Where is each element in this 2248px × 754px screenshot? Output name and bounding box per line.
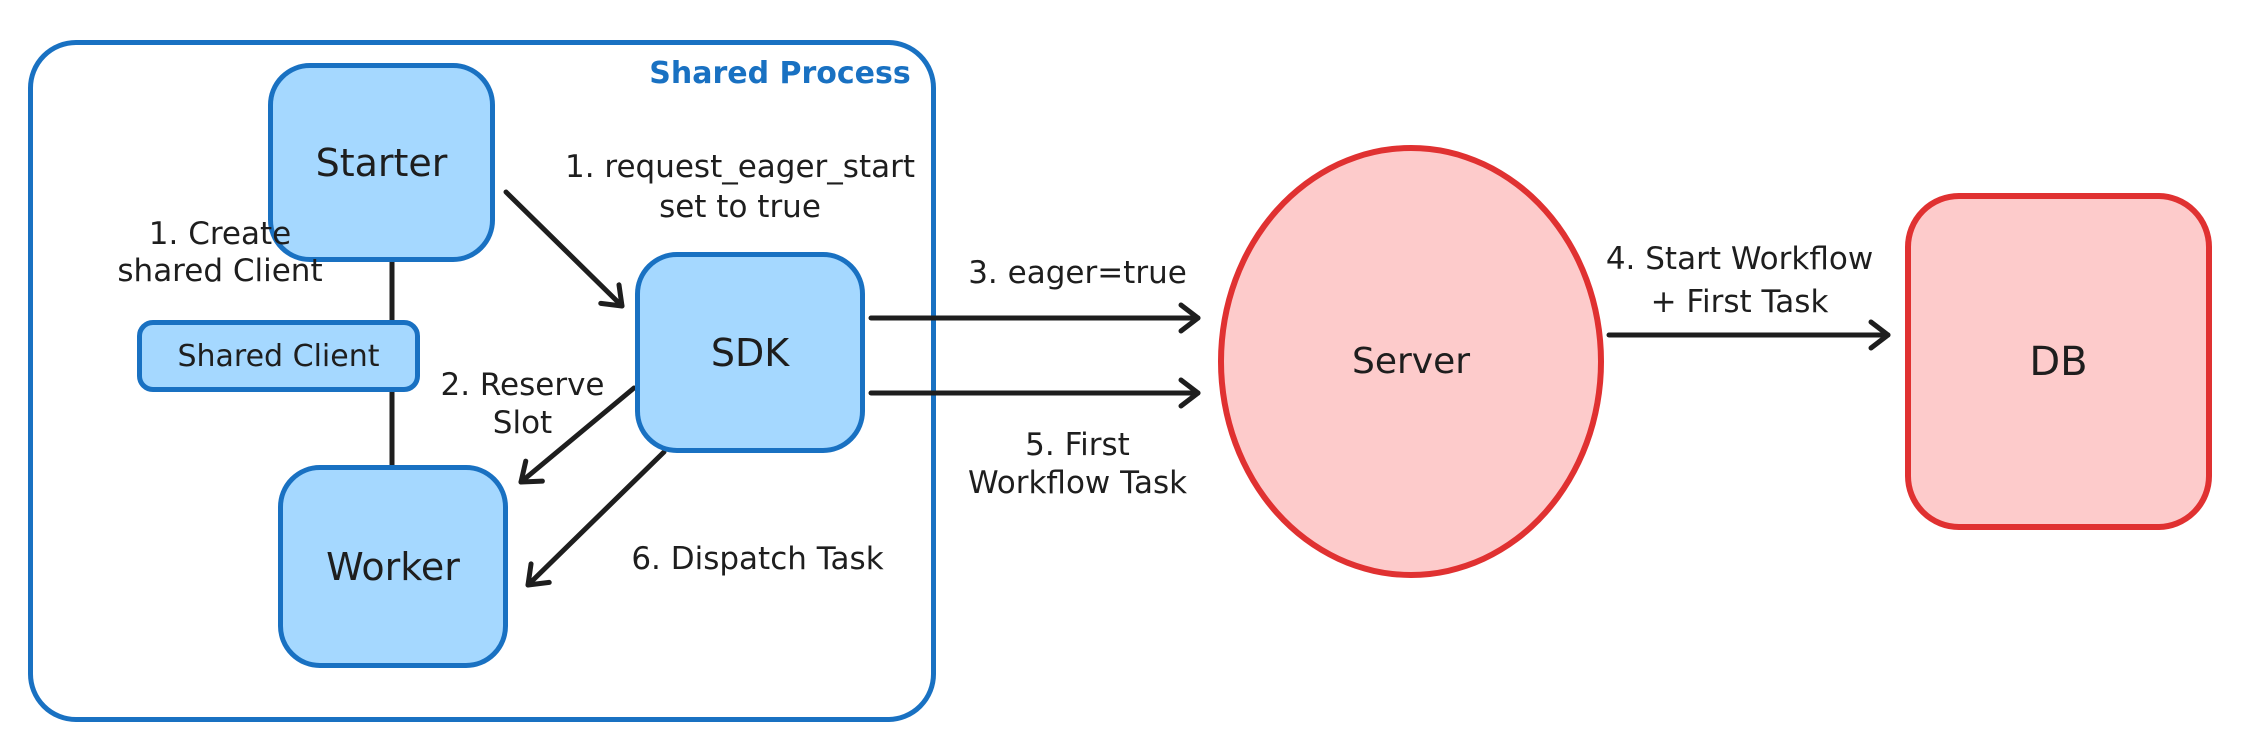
label-eager-true-text: 3. eager=true <box>968 255 1187 291</box>
label-reserve-slot-line1: 2. Reserve <box>440 367 605 403</box>
label-start-workflow-line2: + First Task <box>1650 284 1829 320</box>
label-first-workflow-task-line2: Workflow Task <box>967 465 1188 501</box>
node-worker: Worker <box>278 465 508 668</box>
arrow-request-eager-start <box>503 189 625 309</box>
label-request-eager-start-line2: set to true <box>659 189 821 225</box>
node-shared-client: Shared Client <box>137 320 420 392</box>
label-eager-true: 3. eager=true <box>950 254 1205 292</box>
node-sdk-label: SDK <box>710 330 790 375</box>
node-worker-label: Worker <box>326 544 460 589</box>
shared-process-label: Shared Process <box>649 56 911 91</box>
label-first-workflow-task-line1: 5. First <box>1025 427 1130 463</box>
label-start-workflow: 4. Start Workflow + First Task <box>1582 238 1897 324</box>
node-starter-label: Starter <box>315 140 448 185</box>
label-first-workflow-task: 5. First Workflow Task <box>920 426 1235 502</box>
node-sdk: SDK <box>635 252 865 453</box>
label-reserve-slot-line2: Slot <box>492 405 553 441</box>
node-starter: Starter <box>268 63 495 262</box>
node-db: DB <box>1905 193 2212 530</box>
node-shared-client-label: Shared Client <box>177 338 380 374</box>
label-create-shared-client-line1: 1. Create <box>148 216 292 252</box>
arrow-dispatch-task <box>525 449 667 588</box>
label-dispatch-task-text: 6. Dispatch Task <box>631 541 884 577</box>
label-dispatch-task: 6. Dispatch Task <box>600 540 915 578</box>
node-db-label: DB <box>2029 338 2088 385</box>
label-request-eager-start-line1: 1. request_eager_start <box>564 149 916 185</box>
node-server-label: Server <box>1351 341 1471 382</box>
arrow-reserve-slot <box>518 385 637 485</box>
label-create-shared-client-line2: shared Client <box>117 253 323 289</box>
label-request-eager-start: 1. request_eager_start set to true <box>535 147 945 227</box>
label-reserve-slot: 2. Reserve Slot <box>420 366 625 442</box>
label-create-shared-client: 1. Create shared Client <box>50 216 390 290</box>
node-server: Server <box>1218 145 1604 578</box>
label-start-workflow-line1: 4. Start Workflow <box>1605 241 1874 277</box>
shared-process-container <box>28 40 936 722</box>
